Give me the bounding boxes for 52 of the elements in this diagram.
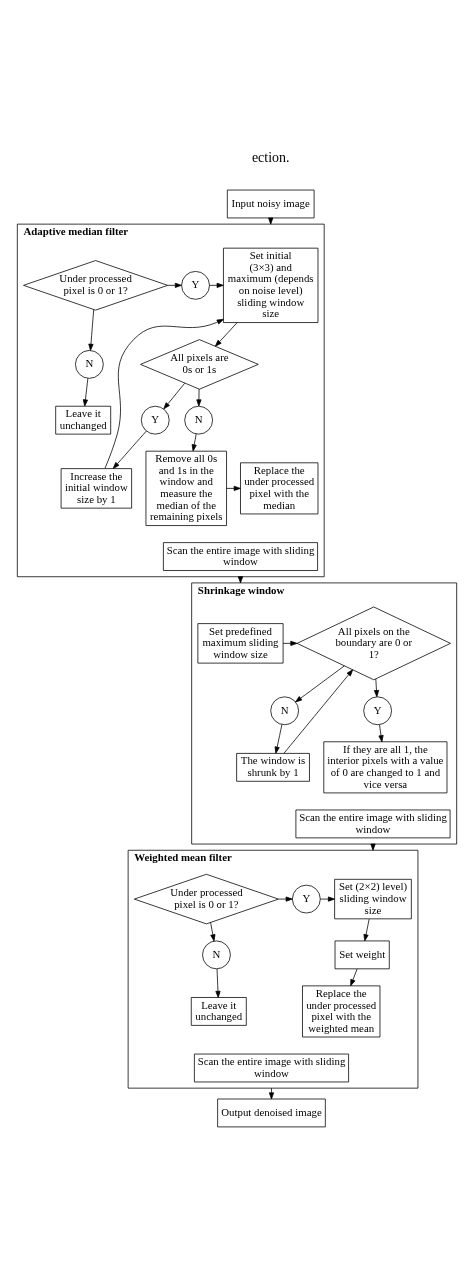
label: ection. [251, 149, 290, 165]
node-circle: N [184, 405, 213, 435]
node-circle: Y [363, 695, 392, 725]
node-box: Remove all 0s and 1s in the window and measure the median of the remaining pixels [145, 450, 227, 526]
arrow [373, 678, 380, 697]
arrow [167, 282, 182, 288]
arrow [278, 896, 293, 902]
node-circle: N [75, 349, 104, 379]
node-diamond: Under processed pixel is 0 or 1? [23, 259, 169, 311]
arrow [82, 377, 89, 406]
node-box: Set initial (3×3) and maximum (depends on noise level) sliding window size [223, 247, 319, 323]
node-box: Set weight [334, 940, 390, 969]
arrow [268, 1087, 275, 1099]
node-box: Leave it unchanged [55, 405, 112, 435]
node-circle: Y [181, 270, 210, 300]
node-box: Scan the entire image with sliding window [295, 809, 451, 838]
node-box: Set predefined maximum sliding window size [197, 622, 284, 663]
arrow [274, 723, 283, 754]
node-circle: Y [140, 405, 170, 435]
arrow [226, 485, 241, 491]
arrow [378, 724, 384, 742]
node-box: Increase the initial window size by 1 [60, 467, 132, 509]
node-box: The window is shrunk by 1 [236, 752, 310, 782]
arrow [209, 282, 224, 288]
arrow [283, 668, 354, 754]
node-diamond: Under processed pixel is 0 or 1? [133, 873, 279, 924]
node-circle: Y [292, 884, 321, 913]
node-box: Scan the entire image with sliding window [163, 541, 318, 571]
node-circle: N [270, 695, 299, 725]
node-box: Set (2×2) level) sliding window size [334, 878, 412, 919]
node-circle: N [202, 940, 231, 969]
arrow [320, 896, 335, 902]
arrow [215, 321, 238, 347]
arrow [210, 921, 216, 941]
arrow [295, 665, 345, 702]
node-box: Output denoised image [217, 1098, 326, 1127]
arrow [112, 430, 147, 469]
arrow [363, 918, 370, 941]
node-box: If they are all 1, the interior pixels with a value of 0 are changed to 1 and vice versa [323, 740, 448, 793]
arrow [191, 433, 197, 451]
arrow [88, 308, 95, 351]
arrow [350, 968, 358, 986]
arrow [163, 382, 186, 409]
node-box: Scan the entire image with sliding window [194, 1053, 349, 1082]
arrow [104, 318, 224, 469]
arrow [282, 640, 298, 646]
node-diamond: All pixels on the boundary are 0 or 1? [296, 606, 451, 680]
arrow [196, 388, 202, 406]
node-box: Replace the under processed pixel with the weighted mean [302, 985, 381, 1037]
node-box: Leave it unchanged [190, 996, 247, 1026]
node-box: Replace the under processed pixel with the median [240, 461, 319, 514]
arrow [215, 968, 221, 998]
